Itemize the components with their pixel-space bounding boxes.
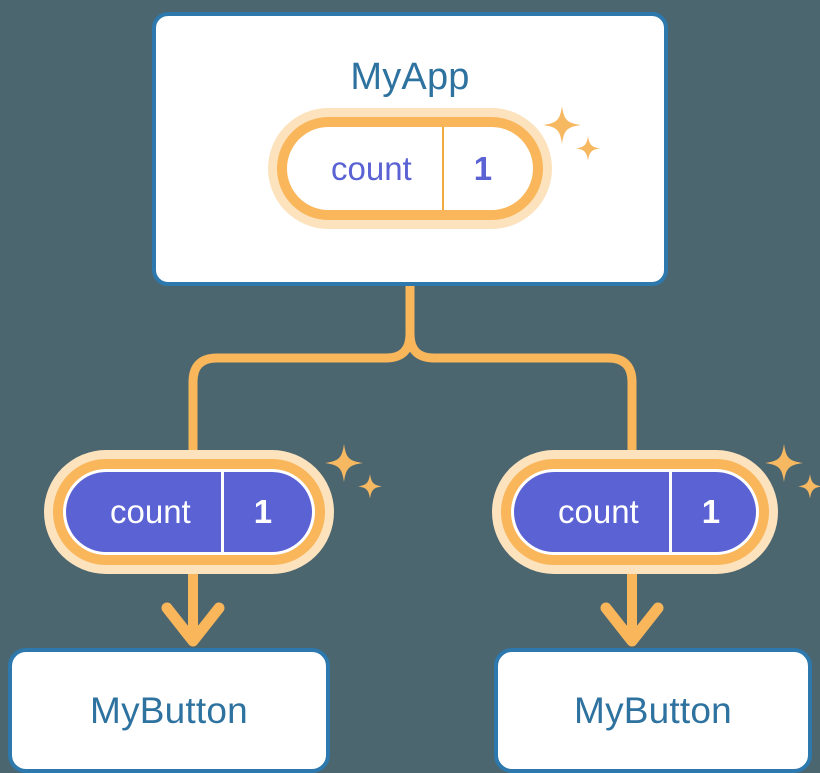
state-key: count	[331, 149, 412, 187]
pill-inner: count 1	[514, 472, 756, 552]
pill-body: count 1	[511, 469, 759, 555]
arrow-down-left	[161, 574, 225, 647]
pill-body: count 1	[63, 469, 315, 555]
state-value: 1	[473, 149, 493, 187]
state-pill-child-left[interactable]: count 1	[44, 450, 334, 574]
arrow-down-right	[600, 574, 664, 647]
mybutton-card-left[interactable]: MyButton	[8, 648, 330, 773]
state-key: count	[110, 493, 191, 530]
pill-body: count 1	[287, 127, 533, 210]
myapp-title: MyApp	[350, 56, 470, 98]
state-pill-child-right[interactable]: count 1	[492, 450, 778, 574]
mybutton-label-left: MyButton	[90, 690, 248, 731]
mybutton-label-right: MyButton	[574, 690, 732, 731]
state-key: count	[558, 493, 639, 530]
state-pill-myapp[interactable]: count 1	[268, 108, 552, 229]
mybutton-card-right[interactable]: MyButton	[494, 648, 812, 773]
pill-divider	[668, 472, 672, 552]
pill-divider	[220, 472, 224, 552]
state-value: 1	[253, 493, 273, 530]
pill-inner: count 1	[66, 472, 312, 552]
state-value: 1	[701, 493, 721, 530]
tree-split-connector	[188, 281, 637, 457]
pill-divider	[441, 127, 444, 210]
